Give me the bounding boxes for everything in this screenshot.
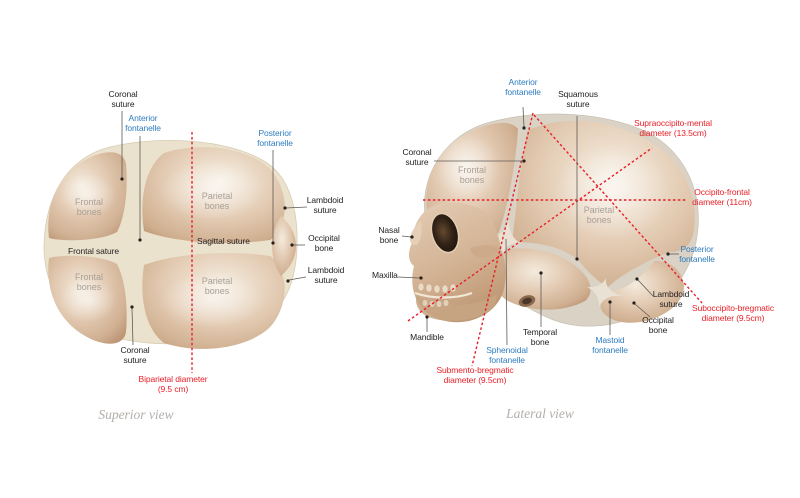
mandible-shape <box>416 294 497 321</box>
label-frontal-bones-bottom: Frontal bones <box>74 272 103 293</box>
mouth-gap <box>414 291 473 299</box>
label-occipito-frontal-diameter: Occipito-frontal diameter (11cm) <box>692 187 752 207</box>
frontal-highlight-2 <box>60 278 116 322</box>
diameter-lines <box>191 112 703 373</box>
label-occipital-bone-lateral: Occipital bone <box>642 315 674 335</box>
parietal-highlight <box>160 160 264 220</box>
frontal-lateral-highlight <box>436 134 500 202</box>
label-submento-bregmatic-diameter: Submento-bregmatic diameter (9.5cm) <box>436 365 514 385</box>
superior-view-skull <box>43 140 298 349</box>
frontal-highlight <box>60 173 116 217</box>
upper-teeth <box>417 282 457 294</box>
occipital-bone-lateral <box>600 260 684 323</box>
ear-canal-inner <box>522 297 532 305</box>
label-frontal-bones-lateral: Frontal bones <box>457 165 486 186</box>
label-coronal-suture-bottom: Coronal suture <box>120 345 150 365</box>
pointer-dots <box>120 126 670 319</box>
label-lambdoid-suture-top: Lambdoid suture <box>306 195 344 215</box>
zygomatic-shape <box>470 245 501 258</box>
label-nasal-bone: Nasal bone <box>378 225 400 245</box>
parietal-lateral-highlight <box>554 144 670 240</box>
label-supraoccipito-mental-diameter: Supraoccipito-mental diameter (13.5cm) <box>634 118 712 138</box>
label-sphenoidal-fontanelle: Sphenoidal fontanelle <box>486 345 528 365</box>
sphenoidal-fontanelle-shape <box>493 221 521 255</box>
label-lambdoid-suture-bottom: Lambdoid suture <box>307 265 345 285</box>
label-coronal-suture-top: Coronal suture <box>108 89 138 109</box>
label-posterior-fontanelle-superior: Posterior fontanelle <box>257 128 293 148</box>
label-anterior-fontanelle-lateral: Anterior fontanelle <box>505 77 541 97</box>
label-lambdoid-suture-lateral: Lambdoid suture <box>652 289 690 309</box>
label-parietal-bones-top: Parietal bones <box>201 191 233 212</box>
label-occipital-bone-superior: Occipital bone <box>308 233 340 253</box>
mastoid-fontanelle-shape <box>587 278 622 307</box>
caption-superior-view: Superior view <box>98 407 174 422</box>
caption-lateral-view: Lateral view <box>506 406 574 421</box>
label-anterior-fontanelle-superior: Anterior fontanelle <box>125 113 161 133</box>
label-coronal-suture-lateral: Coronal suture <box>402 147 432 167</box>
pointer-lines <box>121 106 679 346</box>
label-mandible: Mandible <box>410 332 444 342</box>
label-temporal-bone: Temporal bone <box>522 327 558 347</box>
label-maxilla: Maxilla <box>372 270 398 280</box>
label-frontal-suture: Frontal sature <box>68 246 120 256</box>
lateral-view-skull <box>408 113 699 327</box>
label-suboccipito-bregmatic-diameter: Suboccipito-bregmatic diameter (9.5cm) <box>692 303 774 323</box>
label-parietal-bones-bottom: Parietal bones <box>201 276 233 297</box>
label-biparietal-diameter: Biparietal diameter (9.5 cm) <box>138 374 208 394</box>
supraoccipito-mental-diameter-line <box>407 147 653 322</box>
label-frontal-bones-top: Frontal bones <box>74 197 103 218</box>
label-squamous-suture: Squamous suture <box>558 89 598 109</box>
eye-socket <box>430 212 460 254</box>
label-parietal-bones-lateral: Parietal bones <box>583 205 615 226</box>
label-posterior-fontanelle-lateral: Posterior fontanelle <box>679 244 715 264</box>
occipital-bone-shape <box>272 216 296 276</box>
label-mastoid-fontanelle: Mastoid fontanelle <box>592 335 628 355</box>
submento-bregmatic-diameter-line <box>471 112 534 367</box>
label-sagittal-suture: Sagittal suture <box>197 236 250 246</box>
temporal-bone-shape <box>494 248 591 310</box>
parietal-highlight-2 <box>160 272 264 328</box>
nasal-bone-shape <box>410 221 422 245</box>
